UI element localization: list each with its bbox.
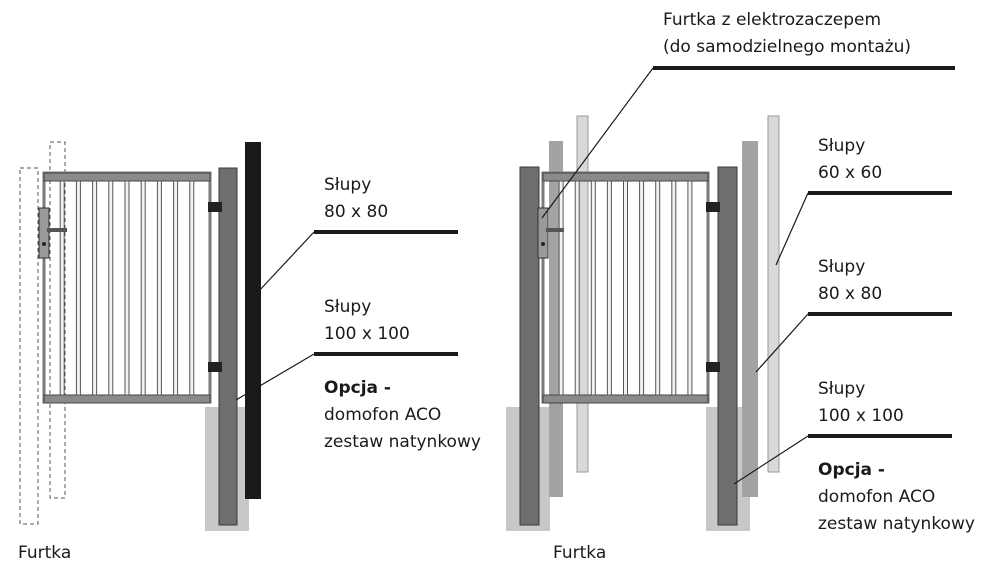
right-gate-bar (639, 180, 645, 396)
left-gate-bar (140, 180, 146, 396)
right-label-gate-lock-line1: Furtka z elektrozaczepem (663, 10, 881, 30)
right-gate-bar (687, 180, 693, 396)
right-gate-bottom-rail (542, 394, 709, 404)
left-hinge-top-icon (208, 202, 222, 212)
right-post-60x60-right (767, 115, 780, 473)
right-gate-bar (623, 180, 628, 396)
left-ghost-post-inner (49, 141, 66, 499)
left-caption: Furtka (18, 543, 71, 563)
left-gate-bar (173, 180, 179, 396)
right-label-option-line2: zestaw natynkowy (818, 514, 975, 534)
left-label-posts-100-line2: 100 x 100 (324, 324, 410, 344)
left-gate-bar (189, 180, 195, 396)
right-gate-bar (671, 180, 677, 396)
right-gate-bar (655, 180, 661, 396)
left-handle (47, 228, 67, 232)
right-gate-bar (574, 180, 580, 396)
left-gate-bar (108, 180, 114, 396)
right-label-posts-60-line1: Słupy (818, 136, 865, 156)
right-post-100x100-right (717, 166, 738, 526)
right-gate-bar (558, 180, 564, 396)
left-labels: Słupy 80 x 80 Słupy 100 x 100 Opcja - do… (324, 175, 481, 452)
right-leaders (541, 66, 955, 485)
left-label-posts-80-line2: 80 x 80 (324, 202, 388, 222)
right-leader-pointer-60 (775, 192, 809, 266)
right-label-option-line1: domofon ACO (818, 487, 935, 507)
right-post-100x100-left (519, 166, 540, 526)
right-hinge-bottom-icon (706, 362, 720, 372)
right-label-posts-100-line1: Słupy (818, 379, 865, 399)
right-gate-top-rail (542, 172, 709, 182)
right-lock-key-icon (541, 242, 545, 246)
left-gate-bar (92, 180, 98, 396)
left-gate-bar (75, 180, 81, 396)
right-gate-bars (558, 180, 693, 396)
left-label-posts-100-line1: Słupy (324, 297, 371, 317)
left-label-posts-80-line1: Słupy (324, 175, 371, 195)
right-label-option-title: Opcja - (818, 460, 885, 480)
right-gate-bar (606, 180, 612, 396)
right-leader-pointer-100 (733, 435, 809, 485)
right-caption: Furtka (553, 543, 606, 563)
left-gate-bar (156, 180, 162, 396)
left-gate-top-rail (43, 172, 211, 182)
left-gate-illustration (19, 141, 261, 531)
right-label-posts-80-line2: 80 x 80 (818, 284, 882, 304)
left-hinge-bottom-icon (208, 362, 222, 372)
left-gate-bottom-rail (43, 394, 211, 404)
left-gate-bars (59, 180, 195, 396)
left-lock-key-icon (42, 242, 46, 246)
left-gate-bar (124, 180, 130, 396)
right-labels: Furtka z elektrozaczepem (do samodzielne… (663, 10, 975, 534)
right-leader-pointer-lock (541, 67, 654, 219)
left-gate-bar (59, 180, 65, 396)
right-label-gate-lock-line2: (do samodzielnego montażu) (663, 37, 911, 57)
right-post-80x80-right (742, 141, 758, 497)
left-label-option-title: Opcja - (324, 378, 391, 398)
right-electric-lock (537, 207, 549, 259)
right-label-posts-80-line1: Słupy (818, 257, 865, 277)
left-hinge-post (218, 167, 238, 526)
left-leaders (235, 230, 458, 401)
left-leader-pointer-100 (235, 353, 315, 401)
right-hinge-top-icon (706, 202, 720, 212)
left-label-option-line1: domofon ACO (324, 405, 441, 425)
left-ghost-post-outer (19, 167, 39, 525)
right-gate-illustration (506, 115, 780, 531)
right-label-posts-60-line2: 60 x 60 (818, 163, 882, 183)
left-post-80x80 (245, 142, 261, 499)
left-label-option-line2: zestaw natynkowy (324, 432, 481, 452)
right-label-posts-100-line2: 100 x 100 (818, 406, 904, 426)
right-gate-bar (590, 180, 596, 396)
left-leader-pointer-80 (257, 231, 315, 293)
left-lock (38, 207, 50, 259)
right-handle (546, 228, 564, 232)
right-leader-pointer-80 (755, 313, 809, 373)
